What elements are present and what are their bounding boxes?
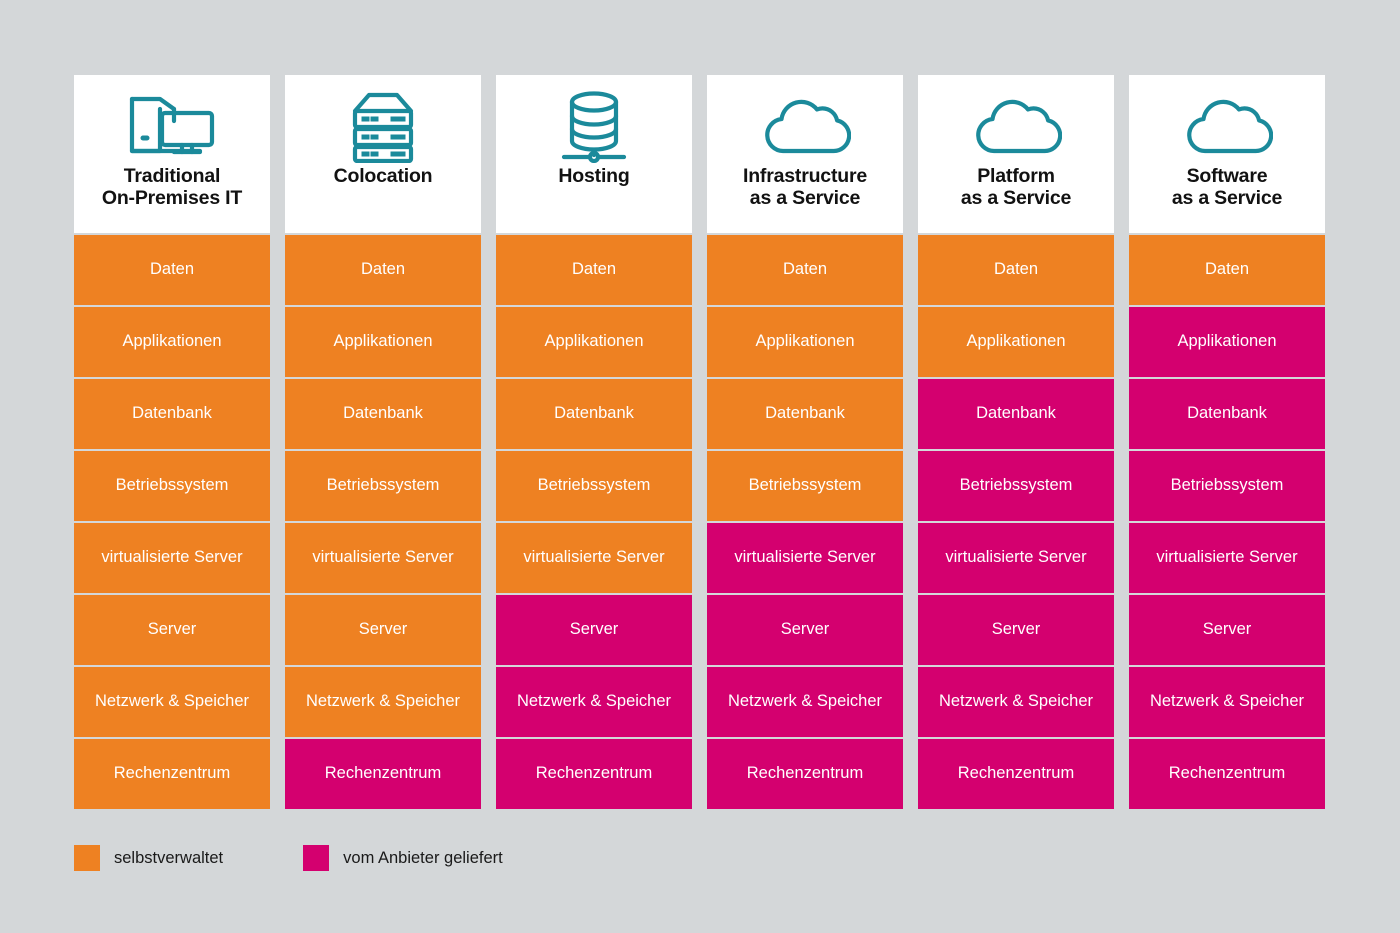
layer-cell: Server <box>918 595 1114 665</box>
layer-cell: Datenbank <box>74 379 270 449</box>
column-title-line2: On-Premises IT <box>101 187 243 210</box>
legend: selbstverwaltet vom Anbieter geliefert <box>74 845 503 871</box>
layer-cell: Netzwerk & Speicher <box>496 667 692 737</box>
column-header-hosting: Hosting <box>496 75 692 233</box>
layer-cell: Rechenzentrum <box>707 739 903 809</box>
layer-cell: virtualisierte Server <box>707 523 903 593</box>
layer-cell: virtualisierte Server <box>285 523 481 593</box>
layer-cell: virtualisierte Server <box>74 523 270 593</box>
layer-cell: Applikationen <box>285 307 481 377</box>
layer-cell: Betriebssystem <box>918 451 1114 521</box>
column-title-line1: Traditional <box>123 165 221 187</box>
layer-cell: Server <box>707 595 903 665</box>
layer-cell: Applikationen <box>496 307 692 377</box>
layer-cell: Server <box>1129 595 1325 665</box>
layer-cell: Daten <box>918 235 1114 305</box>
legend-label: selbstverwaltet <box>114 848 224 867</box>
layer-cell: Rechenzentrum <box>74 739 270 809</box>
cloud-icon <box>970 89 1062 163</box>
legend-swatch-vendor <box>303 845 330 871</box>
layer-cell: Datenbank <box>1129 379 1325 449</box>
layer-cell: Applikationen <box>707 307 903 377</box>
layer-cell: Daten <box>707 235 903 305</box>
layer-cell: virtualisierte Server <box>1129 523 1325 593</box>
server-rack-icon <box>345 89 421 163</box>
column-header-colocation: Colocation <box>285 75 481 233</box>
layer-cell: Netzwerk & Speicher <box>74 667 270 737</box>
layer-cell: Server <box>496 595 692 665</box>
column-title-line1: Infrastructure <box>743 165 867 187</box>
layer-cell: Datenbank <box>707 379 903 449</box>
legend-label: vom Anbieter geliefert <box>343 848 503 867</box>
column-title-line1: Software <box>1186 165 1268 187</box>
column-title-line1: Platform <box>977 165 1055 187</box>
layer-cell: Netzwerk & Speicher <box>1129 667 1325 737</box>
layer-cell: Betriebssystem <box>1129 451 1325 521</box>
layer-cell: Applikationen <box>74 307 270 377</box>
layer-cell: Applikationen <box>1129 307 1325 377</box>
layer-cell: Betriebssystem <box>74 451 270 521</box>
layer-cell: Rechenzentrum <box>918 739 1114 809</box>
layer-cell: Rechenzentrum <box>285 739 481 809</box>
layer-cell: Daten <box>74 235 270 305</box>
layer-cell: Daten <box>496 235 692 305</box>
layer-cell: virtualisierte Server <box>496 523 692 593</box>
column-title: Colocation <box>332 165 435 187</box>
column-title-line1: Colocation <box>333 165 433 187</box>
column-title-line2: as a Service <box>749 187 861 210</box>
layer-cell: Applikationen <box>918 307 1114 377</box>
layer-cell: Datenbank <box>496 379 692 449</box>
layer-cell: Server <box>285 595 481 665</box>
desktop-computer-icon <box>124 89 220 163</box>
layer-cell: Rechenzentrum <box>1129 739 1325 809</box>
layer-cell: Netzwerk & Speicher <box>285 667 481 737</box>
column-title-line1: Hosting <box>558 165 630 187</box>
cloud-icon <box>1181 89 1273 163</box>
layer-cell: Datenbank <box>285 379 481 449</box>
layer-cell: Daten <box>1129 235 1325 305</box>
legend-swatch-self <box>74 845 100 871</box>
column-title-line2: as a Service <box>960 187 1072 210</box>
database-network-icon <box>556 89 632 163</box>
layer-cell: virtualisierte Server <box>918 523 1114 593</box>
layer-cell: Betriebssystem <box>707 451 903 521</box>
layer-cell: Betriebssystem <box>285 451 481 521</box>
layer-cell: Daten <box>285 235 481 305</box>
layer-cell: Betriebssystem <box>496 451 692 521</box>
layer-cell: Netzwerk & Speicher <box>707 667 903 737</box>
column-title: Hosting <box>556 165 631 187</box>
layer-cell: Datenbank <box>918 379 1114 449</box>
column-title-line2: as a Service <box>1171 187 1283 210</box>
layer-cell: Netzwerk & Speicher <box>918 667 1114 737</box>
layer-cell: Server <box>74 595 270 665</box>
layer-cell: Rechenzentrum <box>496 739 692 809</box>
legend-item-vendor: vom Anbieter geliefert <box>303 845 503 871</box>
cloud-icon <box>759 89 851 163</box>
legend-item-self: selbstverwaltet <box>74 845 223 871</box>
